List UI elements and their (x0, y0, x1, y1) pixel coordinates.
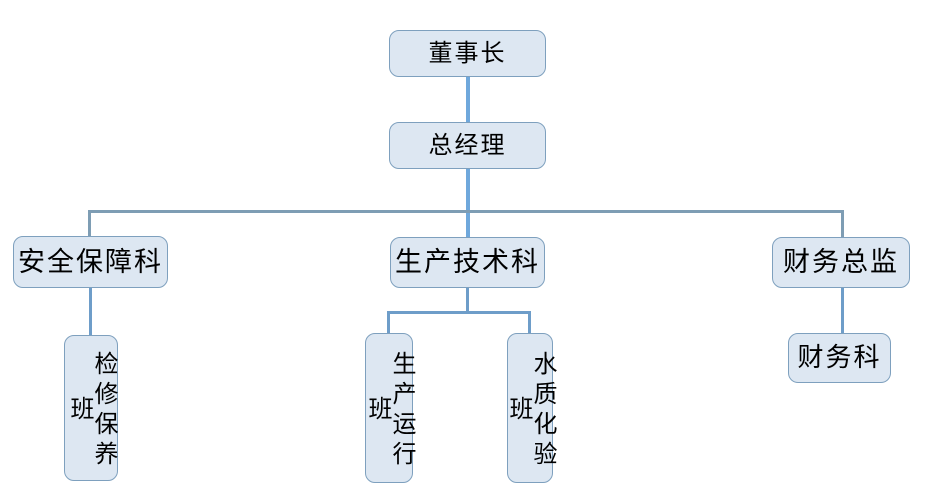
node-water-quality-team: 水质化验班 (505, 333, 555, 483)
connector-drop-finance-director (841, 210, 844, 237)
connector-chairman-gm (466, 77, 470, 122)
node-safety-dept: 安全保障科 (13, 236, 168, 288)
connector-drop-production-ops (387, 311, 390, 333)
connector-safety-maintenance (89, 288, 92, 335)
connector-gm-prodtech (466, 169, 470, 237)
connector-prodtech-stem (466, 288, 469, 313)
node-prod-tech-dept: 生产技术科 (390, 237, 545, 288)
node-production-ops-team: 生产运行班 (364, 333, 414, 483)
connector-drop-safety (88, 210, 91, 236)
connector-main-horizontal (88, 210, 844, 213)
node-finance-director: 财务总监 (772, 237, 910, 288)
connector-prodtech-horizontal (387, 311, 531, 314)
node-general-manager: 总经理 (389, 122, 546, 169)
node-maintenance-team: 检修保养班 (64, 335, 118, 481)
connector-cfo-finance-dept (841, 288, 844, 333)
connector-drop-water-quality (528, 311, 531, 333)
node-finance-dept: 财务科 (788, 333, 891, 383)
node-chairman: 董事长 (389, 30, 546, 77)
